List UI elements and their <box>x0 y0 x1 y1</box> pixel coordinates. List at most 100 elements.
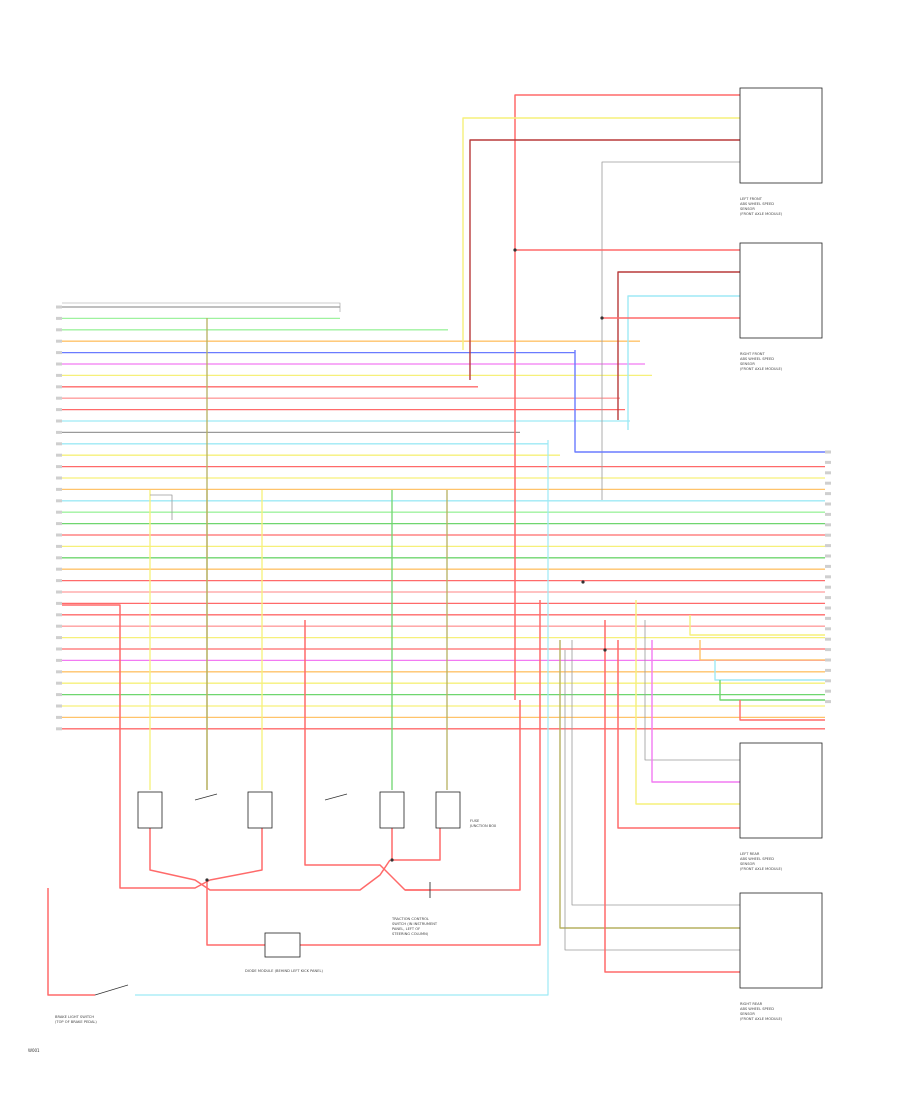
connector-pin <box>56 396 62 400</box>
wire-rr-4 <box>604 620 740 973</box>
connector-pin <box>56 362 62 366</box>
connector-pin <box>825 700 831 704</box>
harness-wire <box>739 700 825 721</box>
connector-pin <box>56 408 62 412</box>
connector-pin <box>56 442 62 446</box>
wire-harness <box>47 94 831 996</box>
connector-pin <box>56 579 62 583</box>
connector-pin <box>56 636 62 640</box>
wire-lr-3 <box>635 600 740 805</box>
wire-lr-2 <box>651 640 740 783</box>
connector-pin <box>825 668 831 672</box>
brake-switch-feed <box>47 888 95 996</box>
connector-pin <box>56 567 62 571</box>
splice-dot <box>581 580 585 584</box>
connector-pin <box>56 465 62 469</box>
splice-dot <box>390 858 394 862</box>
harness-wire <box>150 494 173 520</box>
connector-pin <box>56 385 62 389</box>
connector-pin <box>56 544 62 548</box>
connector-pin <box>56 510 62 514</box>
connector-pin <box>56 601 62 605</box>
solenoid-valve <box>379 791 405 829</box>
connector-pin <box>56 704 62 708</box>
connector-pin <box>825 679 831 683</box>
wheel-speed-sensor-rf <box>739 242 823 339</box>
connector-pin <box>56 613 62 617</box>
connector-pin <box>56 419 62 423</box>
connector-pin <box>825 585 831 589</box>
connector-pin <box>825 658 831 662</box>
connector-pin <box>825 481 831 485</box>
connector-pin <box>56 305 62 309</box>
connector-pin <box>825 533 831 537</box>
switch-symbol <box>194 793 218 801</box>
wheel-speed-sensor-lr <box>739 742 823 839</box>
splice-dot <box>513 248 517 252</box>
diode-module <box>264 932 301 958</box>
connector-pin <box>56 453 62 457</box>
solenoid-valve <box>137 791 163 829</box>
return-wire <box>149 828 391 891</box>
connector-pin <box>825 564 831 568</box>
connector-pin <box>825 627 831 631</box>
wire-lr-1 <box>644 620 740 761</box>
connector-pin <box>56 658 62 662</box>
connector-pin <box>825 512 831 516</box>
return-wire <box>304 620 521 891</box>
diode-module-caption: DIODE MODULE (BEHIND LEFT KICK PANEL) <box>245 969 323 973</box>
connector-pin <box>825 544 831 548</box>
wire-rf-3 <box>627 295 740 430</box>
splice-dot <box>603 648 607 652</box>
connector-pin <box>825 471 831 475</box>
connector-pin <box>56 499 62 503</box>
brake-switch-caption: BRAKE LIGHT SWITCH(TOP OF BRAKE PEDAL) <box>55 1015 97 1024</box>
wire-lf-4 <box>601 161 740 500</box>
splice-dot <box>205 878 209 882</box>
connector-pin <box>825 554 831 558</box>
wire-lf-1 <box>514 94 740 700</box>
connector-pin <box>56 556 62 560</box>
connector-pin <box>56 647 62 651</box>
wire-rr-2 <box>559 640 740 929</box>
connector-pin <box>56 693 62 697</box>
wire-blue <box>574 350 825 453</box>
connector-pin <box>56 476 62 480</box>
harness-wire <box>714 660 825 681</box>
connector-pin <box>825 492 831 496</box>
wheel-speed-sensor-lf <box>739 87 823 184</box>
connector-pin <box>56 670 62 674</box>
harness-wire <box>699 640 825 661</box>
connector-pin <box>56 522 62 526</box>
wire-rr-1 <box>571 640 740 906</box>
harness-wire <box>689 615 825 636</box>
module-outline <box>62 302 341 312</box>
connector-pin <box>56 328 62 332</box>
connector-pin <box>56 487 62 491</box>
connector-pin <box>825 575 831 579</box>
connector-pin <box>56 316 62 320</box>
connector-pin <box>56 681 62 685</box>
wire-lf-2 <box>462 117 740 350</box>
connector-pin <box>825 502 831 506</box>
wire-rf-2 <box>617 271 740 420</box>
brake-switch-out <box>135 440 549 996</box>
return-wire <box>391 828 441 861</box>
connector-pin <box>56 351 62 355</box>
wheel-speed-sensor-rr <box>739 892 823 989</box>
connector-pin <box>56 373 62 377</box>
switch-symbol <box>324 793 348 801</box>
diode-out <box>300 600 541 946</box>
components <box>94 87 823 996</box>
wire-rr-3 <box>564 650 740 951</box>
harness-wire <box>719 680 825 701</box>
connector-pin <box>825 689 831 693</box>
return-wire <box>62 604 263 889</box>
